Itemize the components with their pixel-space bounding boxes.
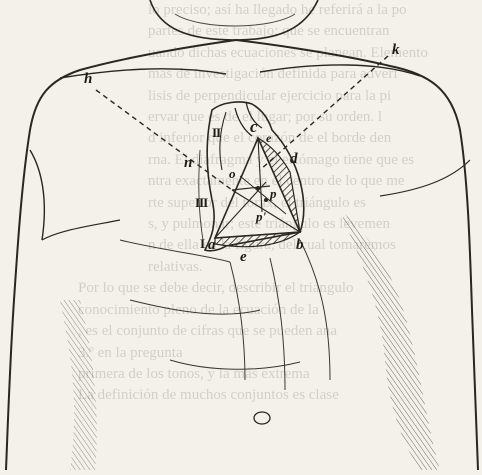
label-e-lower: e	[240, 250, 247, 265]
label-a: a	[208, 238, 216, 253]
label-roman-I: I	[200, 237, 204, 250]
label-c: c	[250, 118, 258, 135]
label-p-prime: p'	[256, 210, 266, 223]
label-p: p	[270, 187, 277, 200]
label-o: o	[229, 167, 236, 180]
label-h: h	[84, 72, 92, 87]
label-e-upper: e	[266, 132, 271, 144]
label-b: b	[296, 238, 304, 253]
label-d: d	[290, 152, 298, 167]
label-roman-II: II	[212, 126, 220, 139]
label-roman-III: III	[195, 196, 207, 209]
label-n: n	[184, 156, 192, 171]
label-k: k	[392, 43, 400, 58]
